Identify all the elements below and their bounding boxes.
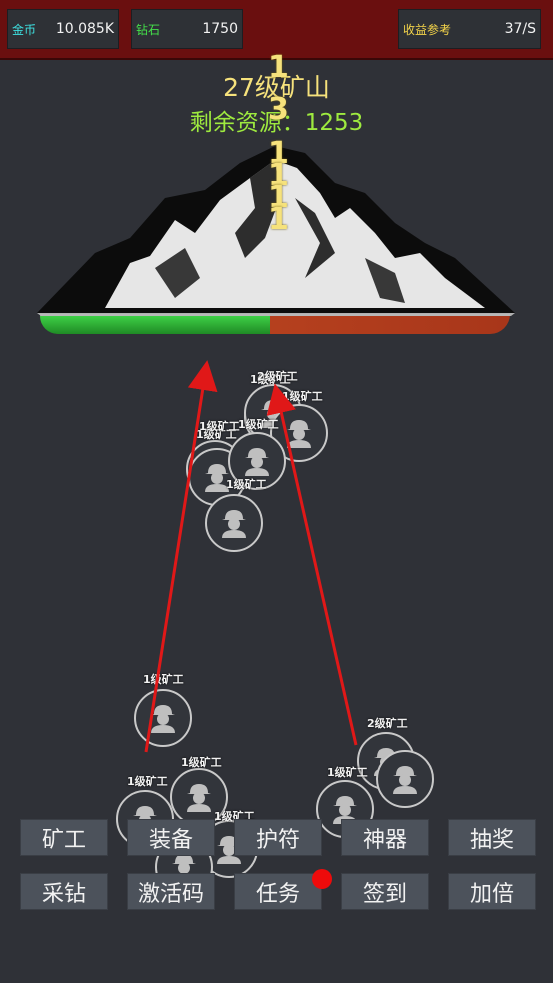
income-label: 收益参考 [403, 22, 452, 37]
miner-avatar-icon [287, 420, 311, 448]
miner-avatar-icon [205, 464, 229, 492]
task-notification-dot [312, 869, 332, 889]
miner-level-label: 1级矿工 [327, 766, 368, 779]
miner-level-label: 2级矿工 [367, 717, 408, 730]
double-button[interactable]: 加倍 [448, 873, 536, 910]
miner-level-label: 1级矿工 [250, 373, 291, 386]
miner-avatar-icon [245, 448, 269, 476]
diamond-counter: 钻石 1750 [131, 9, 243, 49]
equipment-button[interactable]: 装备 [127, 819, 215, 856]
diamond-label: 钻石 [136, 22, 161, 37]
gold-value: 10.085K [55, 21, 114, 37]
miner-level-label: 1级矿工 [238, 418, 279, 431]
miner-level-label: 1级矿工 [127, 775, 168, 788]
floating-number: 1 [268, 136, 289, 171]
checkin-button[interactable]: 签到 [341, 873, 429, 910]
miner-level-label: 2级矿工 [257, 370, 298, 383]
floating-number: 1 [268, 50, 289, 85]
mountain-icon[interactable] [35, 138, 519, 318]
miner-unit[interactable] [134, 689, 192, 747]
miner-unit[interactable] [376, 750, 434, 808]
income-counter: 收益参考 37/S [398, 9, 541, 49]
miner-avatar-icon [222, 510, 246, 538]
floating-number: 1 [268, 180, 289, 215]
miner-level-label: 1级矿工 [143, 673, 184, 686]
task-button[interactable]: 任务 [234, 873, 322, 910]
miner-level-label: 1级矿工 [282, 390, 323, 403]
miner-unit[interactable] [170, 768, 228, 826]
activation-code-button[interactable]: 激活码 [127, 873, 215, 910]
income-value: 37/S [504, 21, 536, 37]
floating-number: 3 [268, 92, 289, 127]
miner-avatar-icon [187, 784, 211, 812]
lottery-button[interactable]: 抽奖 [448, 819, 536, 856]
miner-level-label: 1级矿工 [226, 478, 267, 491]
remaining-resources: 剩余资源：1253 [0, 103, 553, 137]
miner-level-label: 1级矿工 [199, 420, 240, 433]
miner-level-label: 1级矿工 [181, 756, 222, 769]
mine-progress-bar [40, 314, 510, 334]
artifact-button[interactable]: 神器 [341, 819, 429, 856]
miner-unit[interactable] [205, 494, 263, 552]
miner-button[interactable]: 矿工 [20, 819, 108, 856]
remaining-value: 1253 [304, 110, 364, 136]
mine-title: 27级矿山 [223, 73, 330, 102]
mine-progress-fill [40, 316, 271, 334]
floating-number: 1 [268, 202, 289, 237]
miner-avatar-icon [151, 705, 175, 733]
diamond-value: 1750 [202, 21, 238, 37]
mine-diamond-button[interactable]: 采钻 [20, 873, 108, 910]
remaining-label: 剩余资源： [189, 110, 305, 136]
top-status-bar: 金币 10.085K 钻石 1750 收益参考 37/S [0, 0, 553, 60]
miner-avatar-icon [393, 766, 417, 794]
amulet-button[interactable]: 护符 [234, 819, 322, 856]
floating-number: 1 [268, 158, 289, 193]
gold-counter: 金币 10.085K [7, 9, 119, 49]
gold-label: 金币 [12, 22, 37, 37]
